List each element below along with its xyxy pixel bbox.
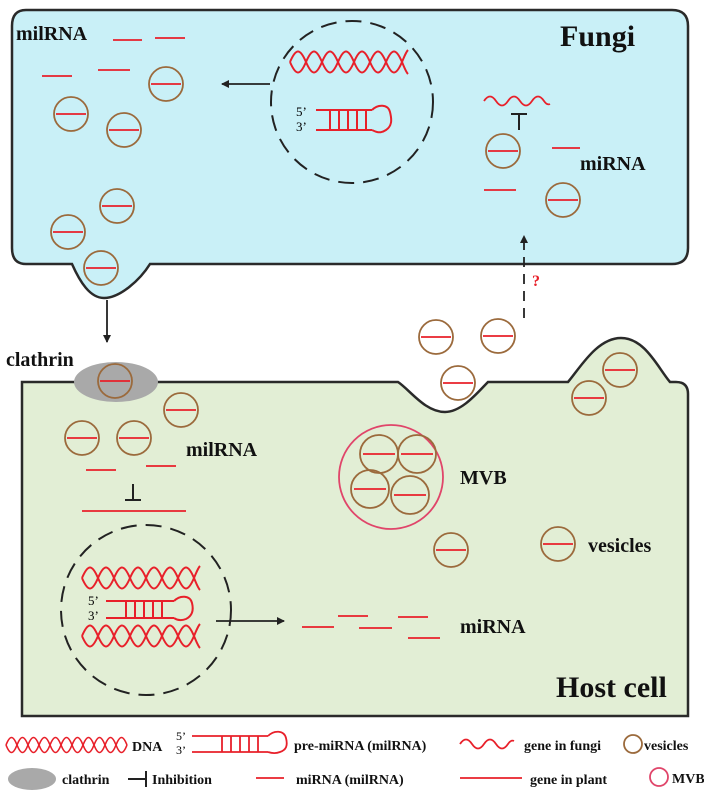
vesicle bbox=[50, 214, 86, 250]
fungi-nucleus: 5’ 3’ bbox=[270, 20, 434, 184]
host-milrna-label: milRNA bbox=[186, 439, 258, 461]
legend-vesicle-icon bbox=[623, 734, 643, 754]
legend-inhibition-icon bbox=[128, 771, 147, 787]
host-mirna-fragments bbox=[302, 615, 440, 639]
question-mark: ? bbox=[532, 273, 540, 290]
vesicle bbox=[397, 434, 437, 474]
vesicle bbox=[350, 469, 390, 509]
host-mirna-label: miRNA bbox=[460, 616, 526, 638]
fungi-title: Fungi bbox=[560, 20, 635, 53]
legend-gene-fungi-label: gene in fungi bbox=[524, 739, 601, 754]
host-title: Host cell bbox=[556, 671, 667, 704]
fungi-vesicles bbox=[50, 66, 581, 286]
legend-dna-icon bbox=[5, 736, 128, 754]
fungi-mirna-label: miRNA bbox=[580, 153, 646, 175]
legend: DNA 5’ 3’ pre-miRNA (milRNA) gene in fun… bbox=[5, 729, 704, 790]
legend-inhibition-label: Inhibition bbox=[152, 773, 212, 788]
legend-three-prime: 3’ bbox=[176, 743, 186, 757]
fungi-membrane bbox=[10, 8, 690, 300]
vesicle bbox=[433, 532, 469, 568]
vesicle bbox=[106, 112, 142, 148]
inhibition-icon bbox=[125, 484, 141, 501]
legend-vesicles-label: vesicles bbox=[644, 739, 689, 754]
host-cell bbox=[20, 336, 690, 718]
legend-gene-plant-label: gene in plant bbox=[530, 773, 607, 788]
legend-pre-mirna-icon bbox=[192, 730, 288, 755]
legend-gene-fungi-icon bbox=[459, 738, 515, 750]
inhibition-icon bbox=[511, 113, 527, 130]
legend-five-prime: 5’ bbox=[176, 729, 186, 743]
fungi-milrna-label: milRNA bbox=[16, 23, 88, 45]
host-nucleus: 5’ 3’ bbox=[60, 524, 232, 696]
clathrin-coat bbox=[74, 362, 158, 402]
five-prime-label: 5’ bbox=[88, 593, 99, 608]
fungi-cell bbox=[10, 8, 690, 300]
legend-pre-mirna-label: pre-miRNA (milRNA) bbox=[294, 739, 427, 754]
vesicle bbox=[64, 420, 100, 456]
three-prime-label: 3’ bbox=[296, 119, 307, 134]
vesicle bbox=[571, 380, 607, 416]
five-prime-label: 5’ bbox=[296, 104, 307, 119]
vesicle bbox=[540, 526, 576, 562]
legend-mirna-label: miRNA (milRNA) bbox=[296, 773, 404, 788]
pre-mirna-icon bbox=[316, 104, 393, 134]
mvb bbox=[338, 424, 444, 530]
three-prime-label: 3’ bbox=[88, 608, 99, 623]
vesicle bbox=[116, 420, 152, 456]
host-vesicles bbox=[64, 318, 638, 568]
gene-in-fungi-icon bbox=[483, 95, 551, 107]
dna-icon bbox=[289, 49, 409, 75]
vesicles-label: vesicles bbox=[588, 535, 652, 557]
mvb-label: MVB bbox=[460, 467, 507, 489]
legend-clathrin-label: clathrin bbox=[62, 773, 110, 788]
vesicle bbox=[148, 66, 184, 102]
vesicle bbox=[602, 352, 638, 388]
vesicle bbox=[545, 182, 581, 218]
vesicle bbox=[390, 475, 430, 515]
host-milrna-fragments bbox=[86, 465, 176, 471]
legend-clathrin-icon bbox=[8, 768, 56, 790]
vesicle bbox=[53, 96, 89, 132]
vesicle bbox=[480, 318, 516, 354]
dna-icon bbox=[81, 565, 201, 649]
fungi-milrna-fragments bbox=[42, 37, 580, 191]
legend-mvb-icon bbox=[649, 767, 669, 787]
legend-dna-label: DNA bbox=[132, 740, 163, 755]
clathrin-label: clathrin bbox=[6, 349, 74, 371]
vesicle bbox=[418, 319, 454, 355]
vesicle bbox=[163, 392, 199, 428]
vesicle bbox=[485, 133, 521, 169]
vesicle bbox=[99, 188, 135, 224]
host-membrane bbox=[20, 336, 690, 718]
vesicle bbox=[440, 365, 476, 401]
vesicle bbox=[83, 250, 119, 286]
legend-mvb-label: MVB bbox=[672, 772, 704, 787]
pre-mirna-icon bbox=[106, 595, 194, 622]
